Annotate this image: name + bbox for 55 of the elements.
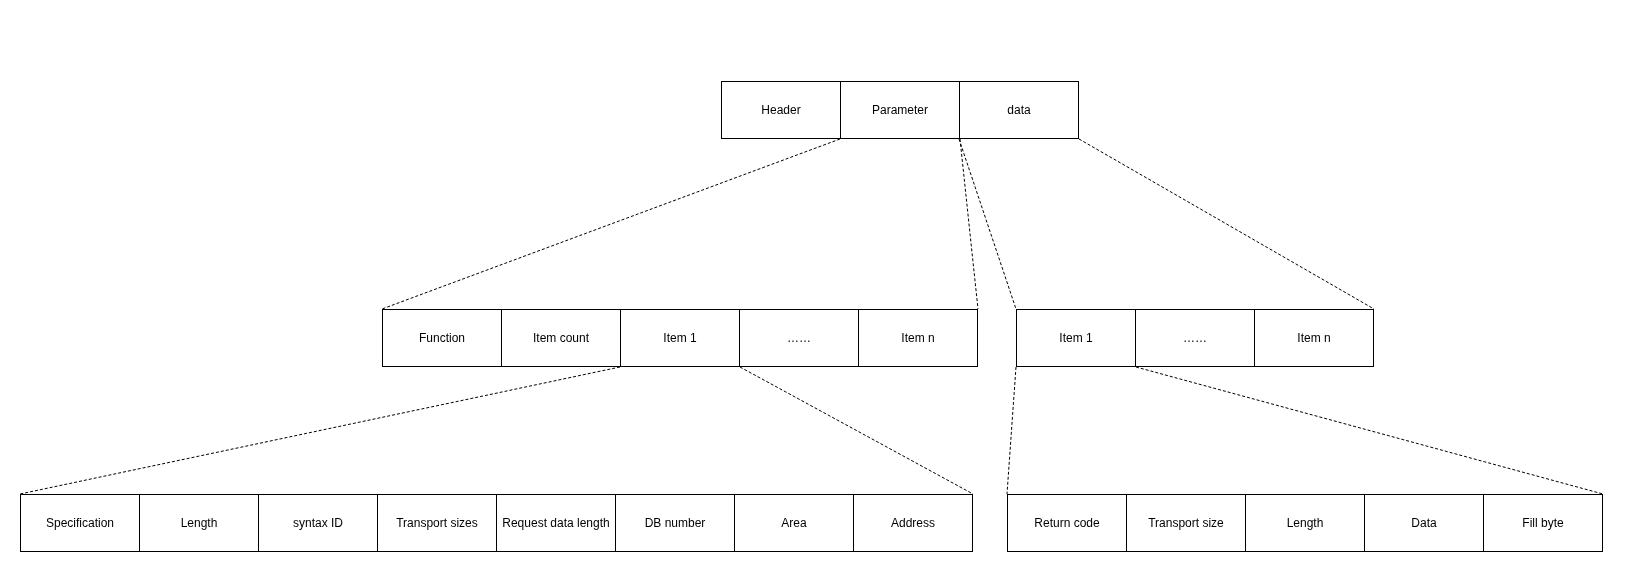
leader-line bbox=[958, 138, 1017, 310]
field-name: Fill byte bbox=[1521, 516, 1565, 530]
field-name: Return code bbox=[1033, 516, 1101, 530]
field-cell bbox=[139, 494, 259, 552]
leader-line bbox=[1006, 366, 1017, 495]
field-cell bbox=[620, 309, 740, 367]
field-name: Parameter bbox=[871, 103, 929, 117]
field-name: Data bbox=[1410, 516, 1438, 530]
field-name: …… bbox=[1182, 331, 1208, 345]
field-name: Header bbox=[760, 103, 802, 117]
field-name: Item 1 bbox=[662, 331, 698, 345]
field-cell bbox=[1007, 494, 1127, 552]
field-name: Item count bbox=[532, 331, 590, 345]
leader-line bbox=[959, 138, 979, 310]
field-name: Length bbox=[1285, 516, 1325, 530]
field-cell bbox=[1126, 494, 1246, 552]
field-cell bbox=[840, 81, 960, 139]
field-cell bbox=[1016, 309, 1136, 367]
field-cell bbox=[496, 494, 616, 552]
field-cell bbox=[853, 494, 973, 552]
field-name: Specification bbox=[44, 516, 115, 530]
field-name: Length bbox=[179, 516, 219, 530]
field-name: Function bbox=[418, 331, 466, 345]
field-name: Area bbox=[780, 516, 808, 530]
field-name: Item 1 bbox=[1058, 331, 1094, 345]
field-name: Transport size bbox=[1147, 516, 1225, 530]
leader-line bbox=[739, 366, 974, 495]
field-cell bbox=[377, 494, 497, 552]
field-name: syntax ID bbox=[292, 516, 344, 530]
field-name: DB number bbox=[643, 516, 707, 530]
field-cell bbox=[501, 309, 621, 367]
field-name: …… bbox=[786, 331, 812, 345]
field-cell bbox=[1254, 309, 1374, 367]
field-cell bbox=[734, 494, 854, 552]
field-name: Transport sizes bbox=[395, 516, 479, 530]
leader-line bbox=[1135, 366, 1604, 495]
field-cell bbox=[1135, 309, 1255, 367]
field-cell bbox=[1364, 494, 1484, 552]
field-cell bbox=[615, 494, 735, 552]
field-cell bbox=[739, 309, 859, 367]
field-cell bbox=[258, 494, 378, 552]
field-name: Request data length bbox=[501, 516, 611, 530]
field-cell bbox=[382, 309, 502, 367]
leader-line bbox=[1078, 138, 1375, 310]
field-name: Item n bbox=[900, 331, 936, 345]
leader-line bbox=[381, 138, 841, 310]
field-name: Item n bbox=[1296, 331, 1332, 345]
field-cell bbox=[1483, 494, 1603, 552]
field-cell bbox=[858, 309, 978, 367]
field-cell bbox=[959, 81, 1079, 139]
field-cell bbox=[1245, 494, 1365, 552]
field-cell bbox=[20, 494, 140, 552]
field-cell bbox=[721, 81, 841, 139]
field-name: Address bbox=[890, 516, 936, 530]
field-name: data bbox=[1006, 103, 1032, 117]
